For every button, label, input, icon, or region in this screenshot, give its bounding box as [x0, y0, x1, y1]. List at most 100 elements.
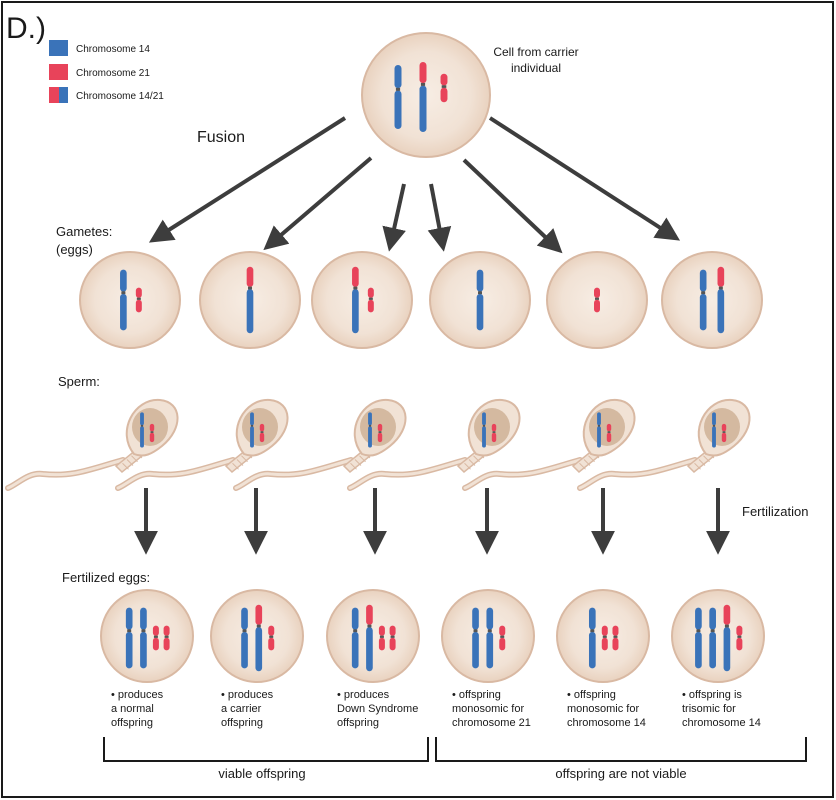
- midpiece-stripe: [468, 459, 476, 466]
- midpiece-stripe: [236, 459, 244, 466]
- zygote-cell-1: [100, 589, 194, 683]
- legend-swatch-fused-blue: [59, 87, 68, 103]
- chromatid-arm: [368, 426, 372, 448]
- chromatid-arm: [736, 637, 743, 651]
- centromere: [140, 424, 144, 427]
- chromatid-arm: [482, 412, 486, 426]
- chromatid-arm: [351, 631, 359, 669]
- chromosome-fused: [419, 62, 427, 132]
- zygote-caption-2-line-3: offspring: [221, 717, 263, 729]
- chromosome-14: [241, 607, 248, 669]
- chromatid-arm: [472, 607, 479, 630]
- zygote-cell-4: [441, 589, 535, 683]
- sperm-row: [5, 398, 751, 491]
- chromosome-14: [476, 269, 484, 331]
- midpiece-stripe: [122, 462, 129, 470]
- midpiece-stripe: [359, 455, 366, 463]
- chromosome-14: [709, 607, 716, 669]
- gamete-cell-3: [311, 251, 413, 349]
- arrow-to-gamete-5: [462, 158, 563, 254]
- legend: Chromosome 14 Chromosome 21 Chromosome 1…: [49, 40, 164, 103]
- chromatid-arm-21: [717, 266, 725, 287]
- chromatid-arm: [268, 625, 275, 636]
- chromosome-21: [606, 423, 612, 443]
- midpiece-stripe: [703, 455, 710, 463]
- legend-item-chromosome-21: Chromosome 21: [49, 64, 150, 80]
- chromatid-arm: [149, 423, 155, 432]
- gamete-cell-6: [661, 251, 763, 349]
- chromatid-arm: [699, 269, 707, 292]
- chromatid-arm: [140, 631, 147, 669]
- sperm-tail-inner: [116, 458, 235, 490]
- chromatid-arm: [389, 625, 396, 636]
- sperm-tail-inner: [463, 458, 582, 490]
- chromosome-fused: [246, 266, 254, 334]
- chromatid-arm: [135, 287, 142, 298]
- chromosome-21: [491, 423, 497, 443]
- centromere: [590, 629, 595, 633]
- chromatid-arm: [377, 432, 383, 443]
- midpiece-stripe: [126, 459, 134, 466]
- zygote-caption-2-line-1: • produces: [221, 689, 274, 701]
- cell-membrane: [100, 589, 194, 683]
- chromosome-21: [377, 423, 383, 443]
- chromatid-arm-14: [352, 289, 359, 334]
- zygote-cell-5: [556, 589, 650, 683]
- chromosome-14: [472, 607, 479, 669]
- centromere: [379, 635, 384, 638]
- cell-membrane: [671, 589, 765, 683]
- zygote-caption-1-line-3: offspring: [111, 717, 153, 729]
- chromatid-arm: [163, 637, 170, 651]
- centromere: [390, 635, 395, 638]
- centromere: [712, 424, 716, 427]
- centromere: [153, 635, 158, 638]
- parent-caption-line2: individual: [511, 61, 561, 75]
- centromere: [368, 297, 373, 300]
- cell-membrane: [79, 251, 181, 349]
- centromere: [724, 624, 729, 628]
- centromere: [150, 431, 154, 433]
- chromatid-arm: [140, 412, 144, 426]
- zygote-caption-5-line-2: monosomic for: [567, 703, 639, 715]
- chromatid-arm: [606, 423, 612, 432]
- chromosome-14: [588, 607, 596, 669]
- chromatid-arm: [367, 287, 374, 298]
- chromatid-arm: [491, 423, 497, 432]
- chromatid-arm-14: [419, 85, 427, 132]
- zygote-cell-3: [326, 589, 420, 683]
- zygote-row: [100, 589, 765, 683]
- legend-item-chromosome-14: Chromosome 14: [49, 40, 150, 56]
- gamete-cell-2: [199, 251, 301, 349]
- chromatid-arm: [135, 299, 142, 313]
- gamete-cell-5: [546, 251, 648, 349]
- centromere: [269, 635, 274, 638]
- chromatid-arm: [152, 625, 159, 636]
- chromatid-arm: [125, 631, 133, 669]
- chromosome-21: [259, 423, 265, 443]
- centromere: [127, 629, 132, 633]
- chromosome-fused: [717, 266, 725, 334]
- viable-offspring-label: viable offspring: [218, 766, 305, 781]
- zygote-caption-5-line-3: chromosome 14: [567, 717, 646, 729]
- midpiece-stripe: [588, 455, 595, 463]
- fertilized-eggs-label: Fertilized eggs:: [62, 570, 150, 585]
- chromosome-fused: [255, 604, 263, 672]
- chromatid-arm: [612, 637, 619, 651]
- chromatid-arm: [712, 426, 716, 448]
- centromere: [441, 85, 447, 88]
- chromatid-arm: [476, 269, 484, 292]
- chromatid-arm: [606, 432, 612, 443]
- arrow-to-gamete-1: [148, 116, 347, 243]
- chromatid-arm: [440, 87, 448, 103]
- chromosome-14: [140, 412, 144, 448]
- chromosome-21: [149, 423, 155, 443]
- chromosome-14: [368, 412, 372, 448]
- chromosome-21: [389, 625, 396, 651]
- arrow-to-gamete-3: [382, 183, 406, 252]
- sperm-tail-inner: [578, 458, 697, 490]
- centromere: [395, 87, 401, 91]
- chromatid-arm: [394, 90, 402, 129]
- chromosome-14: [125, 607, 133, 669]
- centromere: [260, 431, 264, 433]
- parent-caption-line1: Cell from carrier: [493, 45, 578, 59]
